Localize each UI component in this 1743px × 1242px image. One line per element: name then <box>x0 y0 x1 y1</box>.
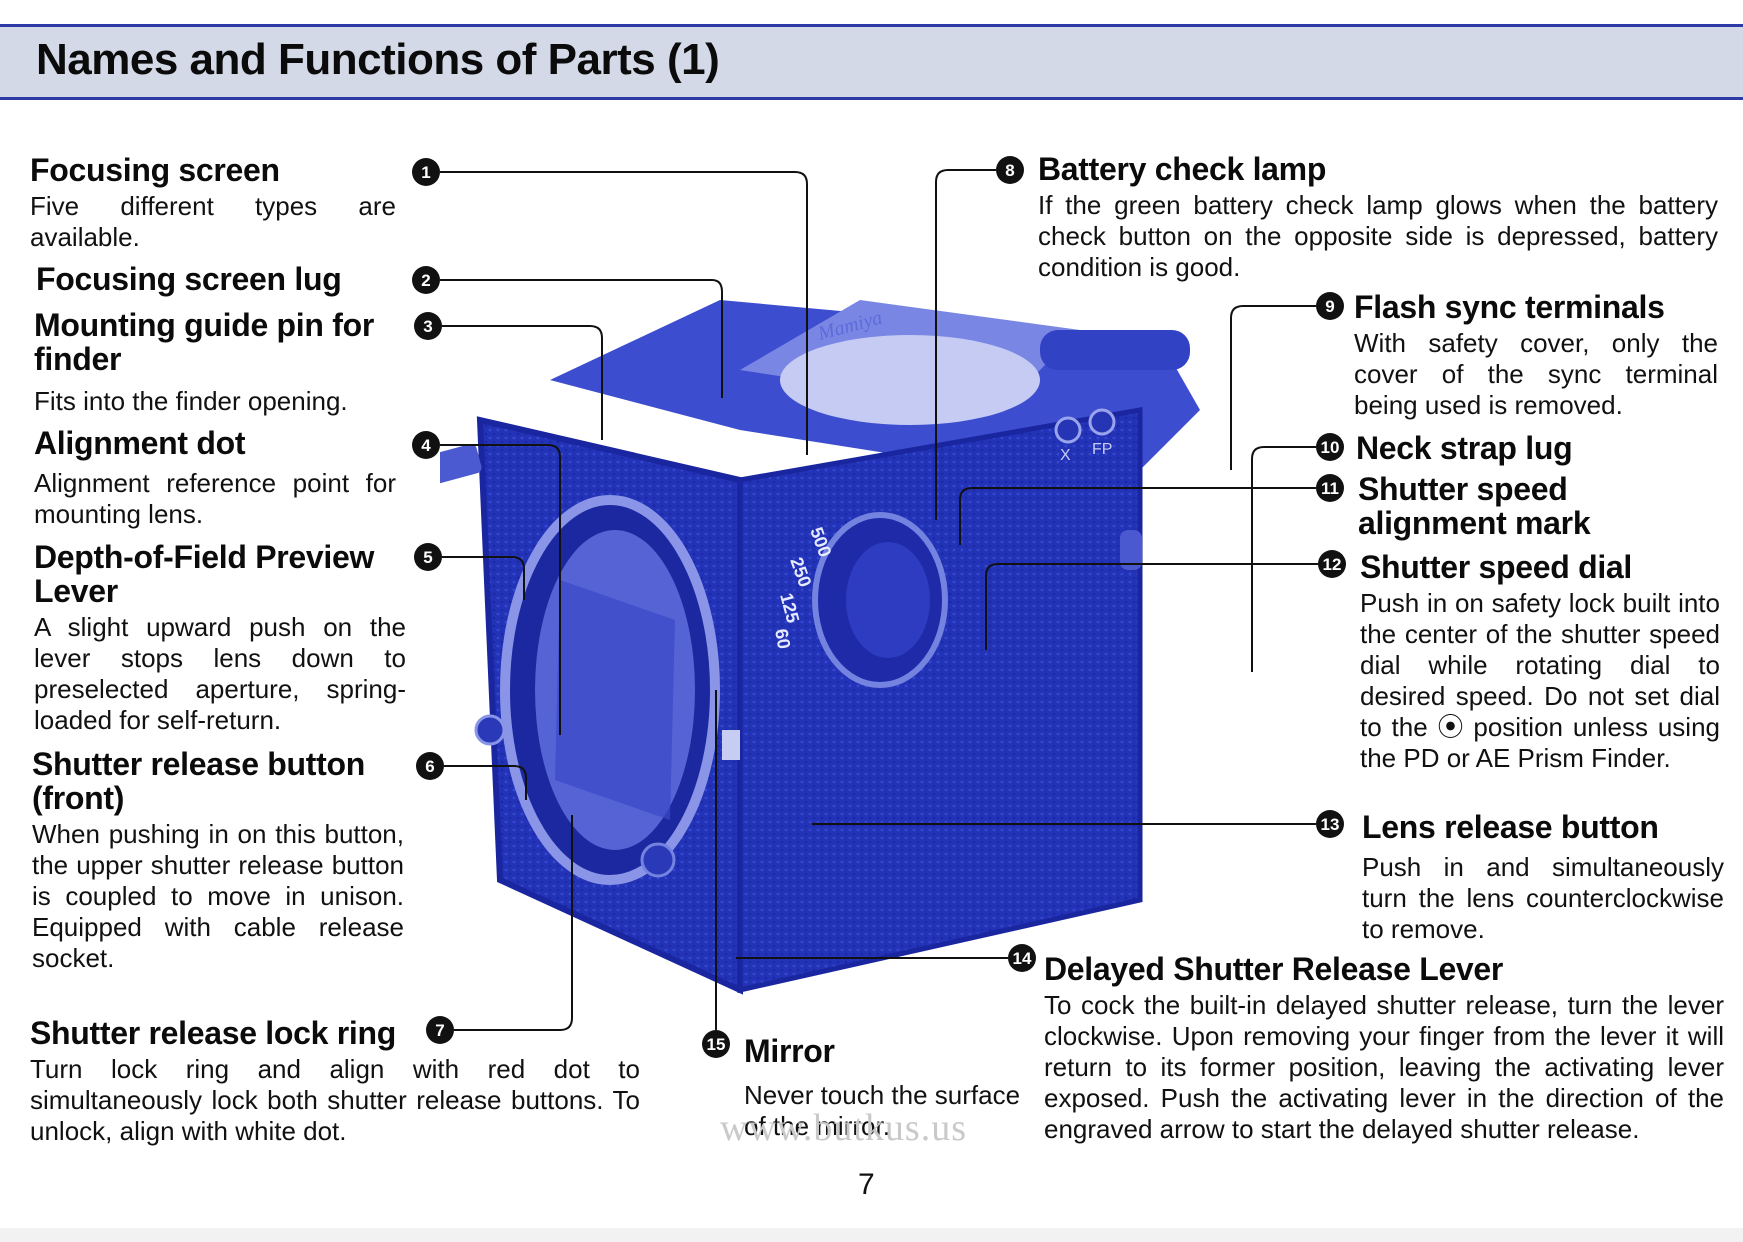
part-title: Lens release button <box>1362 809 1659 845</box>
part-focusing-screen-lug: Focusing screen lug <box>36 262 396 296</box>
badge-3: 3 <box>414 312 442 340</box>
part-mounting-guide-pin: Mounting guide pin for finder Fits into … <box>34 308 404 417</box>
camera-body-drawing: 500 250 125 60 X FP Mamiya <box>418 300 1200 995</box>
strap-lug <box>1120 530 1142 570</box>
part-title: Battery check lamp <box>1038 151 1327 187</box>
part-title: Shutter speed dial <box>1360 549 1632 585</box>
part-desc: Turn lock ring and align with red dot to… <box>30 1054 640 1146</box>
badge-8: 8 <box>996 156 1024 184</box>
badge-1: 1 <box>412 158 440 186</box>
part-title: Shutter release lock ring <box>30 1015 396 1051</box>
badge-13: 13 <box>1316 810 1344 838</box>
badge-2: 2 <box>412 266 440 294</box>
leader-2 <box>440 279 723 398</box>
part-desc: Push in and simultaneously turn the lens… <box>1362 852 1724 944</box>
leader-12 <box>985 563 1318 650</box>
badge-4: 4 <box>412 431 440 459</box>
leader-8 <box>935 169 996 520</box>
leader-10 <box>1251 446 1316 672</box>
leader-4 <box>440 444 561 735</box>
watermark: www.butkus.us <box>720 1107 967 1149</box>
part-title: Flash sync terminals <box>1354 289 1665 325</box>
leader-3 <box>442 325 603 440</box>
dial-center <box>846 542 930 658</box>
camera-illustration: 500 250 125 60 X FP Mamiya <box>418 260 1310 1025</box>
badge-11: 11 <box>1316 474 1344 502</box>
part-title: Shutter release button (front) <box>32 746 366 816</box>
part-neck-strap-lug: Neck strap lug <box>1356 431 1716 465</box>
part-title: Depth-of-Field Preview Lever <box>34 539 375 609</box>
sync-terminal-x <box>1054 416 1082 444</box>
part-shutter-speed-alignment-mark: Shutter speed alignment mark <box>1358 472 1688 540</box>
part-desc: Five different types are available. <box>30 191 396 252</box>
part-desc: When pushing in on this button, the uppe… <box>32 819 404 973</box>
leader-9 <box>1230 305 1316 470</box>
part-shutter-release-front: Shutter release button (front) When push… <box>32 747 404 974</box>
part-alignment-dot: Alignment dot Alignment reference point … <box>34 426 396 530</box>
part-title: Shutter speed alignment mark <box>1358 471 1591 541</box>
leader-6 <box>444 765 527 800</box>
shutter-release-front <box>474 714 506 746</box>
part-desc: Push in on safety lock built into the ce… <box>1360 588 1720 773</box>
part-title: Focusing screen <box>30 152 280 188</box>
badge-14: 14 <box>1008 944 1036 972</box>
dial-speed-60: 60 <box>771 627 794 650</box>
leader-5 <box>442 556 525 600</box>
sync-label-x: X <box>1060 447 1071 464</box>
part-battery-check-lamp: Battery check lamp If the green battery … <box>1038 152 1718 283</box>
part-title: Mirror <box>744 1033 835 1069</box>
strap-bar <box>1040 330 1190 370</box>
badge-9: 9 <box>1316 292 1344 320</box>
part-mirror: Mirror Never touch the surface of the mi… <box>744 1034 1034 1142</box>
part-title: Focusing screen lug <box>36 261 342 297</box>
sync-label-fp: FP <box>1092 441 1112 458</box>
part-desc: If the green battery check lamp glows wh… <box>1038 190 1718 282</box>
mirror-reflection <box>555 580 675 820</box>
part-desc: A slight upward push on the lever stops … <box>34 612 406 735</box>
badge-12: 12 <box>1318 550 1346 578</box>
badge-5: 5 <box>414 543 442 571</box>
part-dof-preview-lever: Depth-of-Field Preview Lever A slight up… <box>34 540 406 736</box>
badge-6: 6 <box>416 752 444 780</box>
badge-10: 10 <box>1316 433 1344 461</box>
delayed-release-lever <box>640 842 676 878</box>
part-delayed-shutter-release-lever: Delayed Shutter Release Lever To cock th… <box>1044 952 1724 1145</box>
part-desc: Fits into the finder opening. <box>34 386 348 416</box>
part-lens-release-button: Lens release button Push in and simultan… <box>1362 810 1724 945</box>
badge-15: 15 <box>702 1030 730 1058</box>
part-shutter-speed-dial: Shutter speed dial Push in on safety loc… <box>1360 550 1720 774</box>
title-bar: Names and Functions of Parts (1) <box>0 24 1743 100</box>
part-desc: Alignment reference point for mounting l… <box>34 468 396 529</box>
part-flash-sync-terminals: Flash sync terminals With safety cover, … <box>1354 290 1718 421</box>
part-shutter-release-lock-ring: Shutter release lock ring Turn lock ring… <box>30 1016 640 1147</box>
footer-strip <box>0 1228 1743 1242</box>
part-desc: With safety cover, only the cover of the… <box>1354 328 1718 420</box>
leader-1 <box>440 171 808 455</box>
page-title: Names and Functions of Parts (1) <box>36 35 720 84</box>
part-title: Alignment dot <box>34 425 246 461</box>
lens-release-button <box>722 730 740 760</box>
part-title: Mounting guide pin for finder <box>34 307 374 377</box>
focusing-screen-glass <box>780 335 1040 425</box>
part-desc: To cock the built-in delayed shutter rel… <box>1044 990 1724 1144</box>
badge-7: 7 <box>426 1016 454 1044</box>
leader-7 <box>454 815 573 1031</box>
part-focusing-screen: Focusing screen Five different types are… <box>30 153 396 253</box>
page-number: 7 <box>858 1168 875 1201</box>
part-title: Neck strap lug <box>1356 430 1573 466</box>
leader-11 <box>959 487 1316 545</box>
part-desc: Never touch the surface of the mirror. <box>744 1080 1021 1141</box>
sync-terminal-fp <box>1088 408 1116 436</box>
part-title: Delayed Shutter Release Lever <box>1044 951 1504 987</box>
